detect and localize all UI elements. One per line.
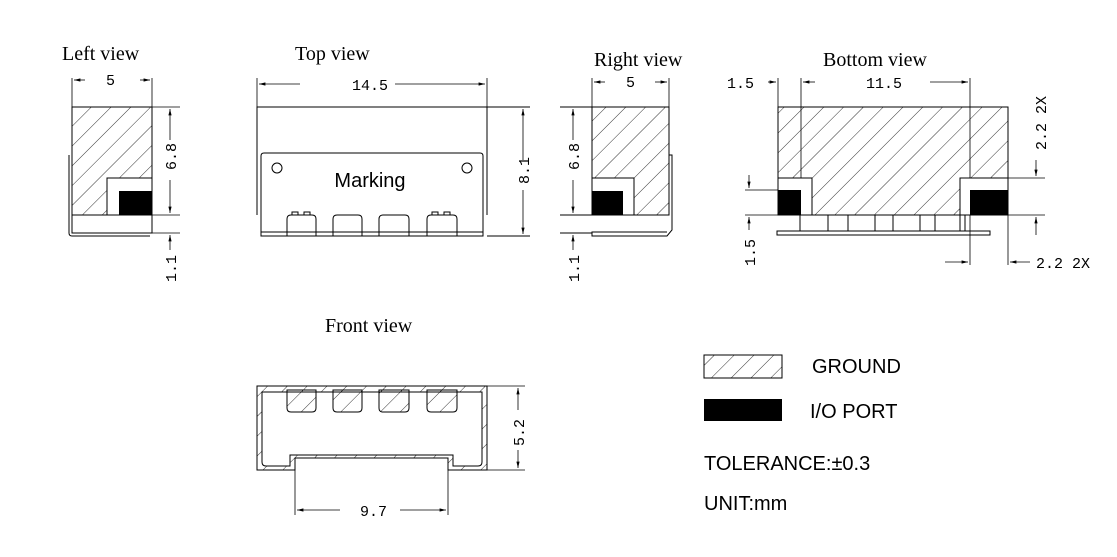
dim-pad-width: 2.2 2X [1036, 256, 1090, 273]
io-port-swatch [704, 399, 782, 421]
front-view-title: Front view [325, 315, 413, 337]
top-view-title: Top view [295, 43, 370, 65]
io-port-pad [592, 191, 623, 215]
top-view: Top view Marking 14.5 8.1 [256, 43, 534, 237]
dim-height: 6.8 [567, 143, 584, 170]
dim-height: 8.1 [517, 157, 534, 184]
base-plate [560, 106, 673, 237]
tolerance-note: TOLERANCE:±0.3 [704, 453, 870, 475]
io-port-pad-left [778, 190, 801, 215]
ground-swatch [703, 354, 783, 379]
dim-base: 1.1 [164, 255, 181, 282]
dim-base: 1.1 [567, 255, 584, 282]
left-view: Left view 5 6.8 1.1 [62, 43, 181, 282]
terminals [286, 211, 458, 236]
base-plate [68, 155, 153, 237]
terminals [286, 389, 458, 413]
dim-gap: 9.7 [360, 504, 387, 521]
hole-icon [271, 162, 283, 174]
right-view-title: Right view [594, 49, 683, 71]
legend: GROUND I/O PORT TOLERANCE:±0.3 UNIT:mm [703, 354, 901, 515]
frame-section [256, 385, 488, 471]
dim-height: 5.2 [512, 419, 529, 446]
dim-width: 14.5 [352, 78, 388, 95]
dim-height: 6.8 [164, 143, 181, 170]
dim-span: 11.5 [866, 76, 902, 93]
bottom-view-title: Bottom view [823, 49, 927, 71]
dim-width: 5 [626, 75, 635, 92]
dim-pad-offset: 1.5 [743, 239, 760, 266]
dim-width: 5 [106, 73, 115, 90]
io-port-pad [119, 191, 152, 215]
hole-icon [461, 162, 473, 174]
left-view-title: Left view [62, 43, 140, 65]
dim-pad-height: 2.2 2X [1034, 96, 1051, 150]
legend-ground: GROUND [812, 356, 901, 378]
terminal-strip [776, 215, 991, 236]
marking-label: Marking [334, 170, 405, 192]
marking-plate [260, 152, 484, 237]
dim-offset: 1.5 [727, 76, 754, 93]
legend-io-port: I/O PORT [810, 401, 897, 423]
body-outline [256, 106, 530, 237]
unit-note: UNIT:mm [704, 493, 787, 515]
right-view: Right view 5 6.8 1.1 [560, 49, 683, 282]
io-port-pad-right [970, 190, 1008, 215]
bottom-view: Bottom view 1.5 11.5 2.2 2X 1.5 2.2 2X [727, 49, 1090, 273]
front-view: Front view 9.7 5.2 [256, 315, 529, 521]
